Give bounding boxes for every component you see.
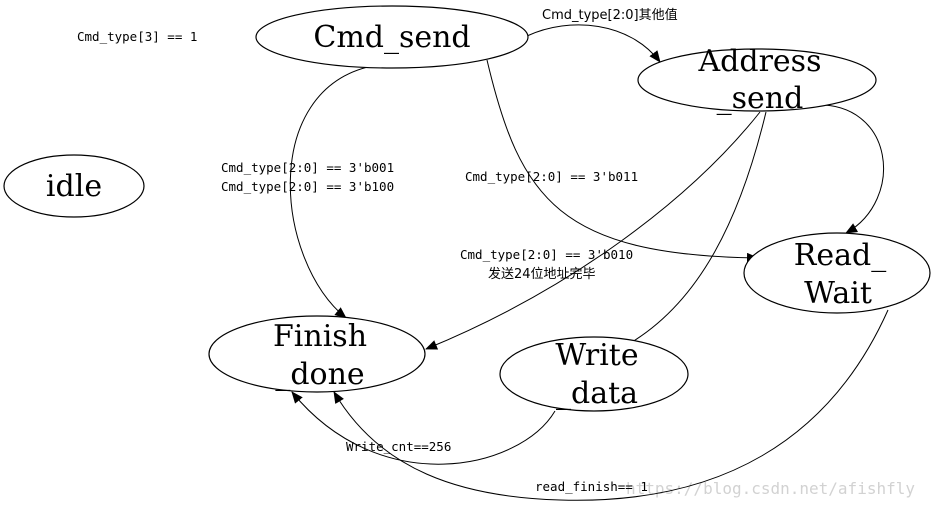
state-write-data-label-2: _data — [556, 376, 638, 411]
state-read-wait-label-1: Read_ — [794, 238, 886, 273]
label-cmd-other: Cmd_type[2:0]其他值 — [542, 7, 678, 23]
label-cmd-001: Cmd_type[2:0] == 3'b001 — [221, 160, 394, 175]
edge-address-send-to-write-data — [631, 111, 767, 343]
state-idle-label: idle — [46, 169, 102, 204]
label-read-finish: read_finish== 1 — [535, 479, 648, 494]
label-cmd-010: Cmd_type[2:0] == 3'b010 — [460, 247, 633, 262]
edge-address-send-to-read-wait — [811, 104, 884, 234]
watermark-text: https://blog.csdn.net/afishfly — [626, 479, 915, 498]
state-read-wait-label-2: Wait — [804, 276, 872, 311]
state-address-send-label-2: _send — [717, 81, 804, 116]
edge-cmd-send-to-read-wait — [486, 59, 759, 263]
edge-cmd-send-to-address-send — [526, 24, 661, 63]
state-write-data-label-1: Write — [555, 338, 638, 373]
label-cmd-type3: Cmd_type[3] == 1 — [77, 29, 197, 44]
label-cmd-100: Cmd_type[2:0] == 3'b100 — [221, 179, 394, 194]
state-write-data: Write _data — [499, 336, 689, 412]
state-finish-done-label-2: _done — [275, 357, 364, 392]
state-address-send: Address _send — [637, 44, 877, 116]
state-cmd-send: Cmd_send — [255, 5, 529, 69]
edge-read-wait-to-finish-done — [333, 309, 889, 501]
edge-address-send-to-finish-done — [425, 111, 761, 350]
state-finish-done: Finish _done — [208, 315, 426, 393]
label-cmd-011: Cmd_type[2:0] == 3'b011 — [465, 169, 638, 184]
label-addr-done: 发送24位地址完毕 — [488, 266, 596, 282]
edge-write-data-to-finish-done — [291, 391, 556, 465]
state-read-wait: Read_ Wait — [743, 232, 931, 314]
state-address-send-label-1: Address — [698, 44, 822, 79]
edge-cmd-send-to-finish-done — [289, 65, 373, 319]
state-idle: idle — [3, 154, 145, 218]
state-finish-done-label-1: Finish — [273, 319, 367, 354]
label-write-cnt: Write_cnt==256 — [346, 439, 451, 454]
state-cmd-send-label: Cmd_send — [313, 20, 470, 55]
